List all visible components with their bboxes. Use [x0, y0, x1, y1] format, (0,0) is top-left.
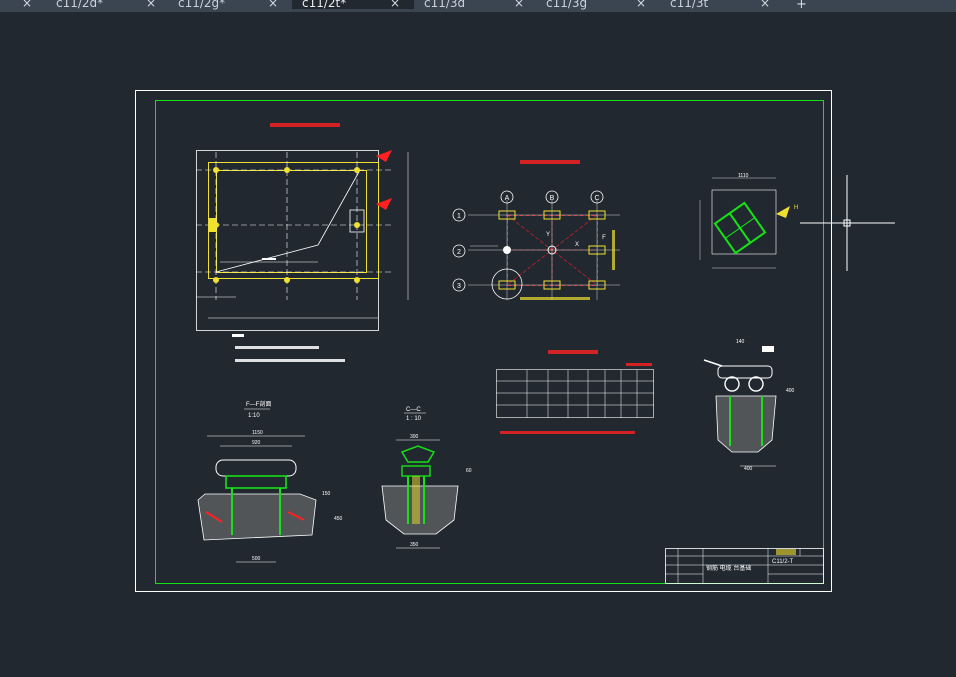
close-icon[interactable]: × — [636, 0, 647, 10]
tab-label: c11/2g* — [178, 0, 226, 10]
tab-c11-2g[interactable]: c11/2g* × — [168, 0, 292, 9]
h-label: H — [794, 205, 798, 211]
section-ff: F—F剖面 1:10 1150 920 500 150 450 — [197, 400, 343, 563]
tab-bar: × c11/2d* × c11/2g* × c11/2t* × c11/3d ×… — [0, 0, 956, 12]
right-elevation: 140 400 400 — [703, 339, 795, 472]
grid-label-2: 2 — [457, 249, 461, 256]
frame-border — [155, 100, 824, 584]
close-icon[interactable]: × — [760, 0, 771, 10]
dim-140: 140 — [736, 339, 745, 345]
dim-1110: 1110 — [738, 173, 749, 179]
axis-x-label: X — [575, 242, 579, 248]
grid-label-c: C — [594, 195, 599, 202]
close-icon[interactable]: × — [22, 0, 33, 10]
dim-500: 500 — [252, 556, 261, 562]
close-icon[interactable]: × — [268, 0, 279, 10]
dim-350: 350 — [410, 542, 419, 548]
tab-label: c11/3t — [670, 0, 709, 10]
grid-label-a: A — [505, 195, 510, 202]
title-block-code: C11/2-T — [772, 559, 794, 565]
section-ff-scale: 1:10 — [248, 413, 260, 419]
f-label: F — [602, 235, 606, 241]
close-icon[interactable]: × — [390, 0, 401, 10]
foundation-layout: A B C 1 2 3 X Y F — [452, 160, 620, 300]
tab-c11-2d[interactable]: c11/2d* × — [46, 0, 168, 9]
tab-label: c11/2t* — [302, 0, 347, 10]
title-block: 钢筋 电缆 台基础 C11/2-T — [665, 548, 824, 584]
tab-label: c11/3g — [546, 0, 588, 10]
crosshair-cursor-icon — [800, 175, 895, 271]
tab-c11-3g[interactable]: c11/3g × — [536, 0, 660, 9]
dim-150: 150 — [322, 491, 331, 497]
rotated-detail: H 1110 — [699, 173, 798, 269]
plan-title — [270, 123, 340, 127]
close-icon[interactable]: × — [146, 0, 157, 10]
tab-c11-3t[interactable]: c11/3t × — [660, 0, 784, 9]
grid-label-b: B — [550, 195, 555, 202]
sheet-border — [135, 90, 832, 592]
tab-c11-3d[interactable]: c11/3d × — [414, 0, 536, 9]
dim-60: 60 — [466, 468, 472, 474]
dim-1150: 1150 — [252, 430, 263, 436]
axis-y-label: Y — [546, 232, 550, 238]
section-cc-title: C—C — [406, 407, 421, 413]
plan-view — [196, 123, 409, 362]
new-tab-icon[interactable]: + — [796, 0, 807, 12]
dim-400b: 400 — [786, 388, 795, 394]
tab-label: c11/2d* — [56, 0, 104, 10]
section-cc-scale: 1 : 10 — [406, 416, 422, 422]
tab-c11-2t[interactable]: c11/2t* × — [292, 0, 414, 9]
section-ff-title: F—F剖面 — [246, 400, 271, 408]
title-block-name: 钢筋 电缆 台基础 — [706, 564, 751, 572]
section-cc: C—C 1 : 10 300 350 60 — [381, 407, 472, 549]
drawing-canvas[interactable]: A B C 1 2 3 X Y F H 1110 — [0, 12, 956, 677]
tab-label: c11/3d — [424, 0, 466, 10]
dim-400: 400 — [744, 466, 753, 472]
grid-label-1: 1 — [457, 213, 461, 220]
load-table — [496, 350, 654, 434]
close-icon[interactable]: × — [514, 0, 525, 10]
grid-label-3: 3 — [457, 283, 461, 290]
dim-300: 300 — [410, 434, 419, 440]
dim-920: 920 — [252, 440, 261, 446]
dim-450: 450 — [334, 516, 343, 522]
